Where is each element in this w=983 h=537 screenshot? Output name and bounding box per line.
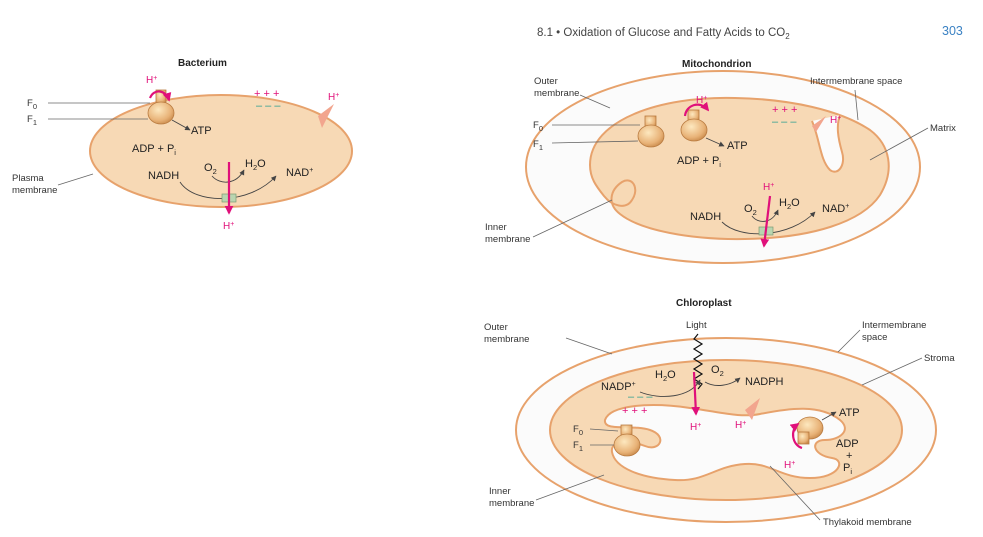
mito-nad: NAD+ [822,203,849,215]
chloro-intermembrane-label-1: Intermembrane [862,320,926,331]
chloro-minus-signs: – – – [628,391,653,403]
chloro-outer-label-2: membrane [484,334,529,345]
mito-matrix-label: Matrix [930,123,956,134]
bacterium-cell [90,95,352,207]
bacterium-f0-label: F0 [27,98,37,111]
bacterium-f1-label: F1 [27,114,37,127]
mito-intermembrane-label: Intermembrane space [810,76,902,87]
mitochondrion-title: Mitochondrion [682,59,751,70]
chloro-adp: ADP [836,438,859,450]
bacterium-hplus-top: H+ [146,75,157,86]
outer-membrane-pointer [566,338,612,354]
thylakoid-membrane-label: Thylakoid membrane [823,517,912,528]
bacterium-minus-signs: – – – [256,100,281,112]
chloroplast-panel: Chloroplast Light NADP+ H2O O2 NADPH – –… [484,298,955,528]
chloro-inner-label-2: membrane [489,498,534,509]
chloro-atp: ATP [839,407,860,419]
chloro-intermembrane-label-2: space [862,332,887,343]
chloro-outer-label-1: Outer [484,322,508,333]
chloro-light-label: Light [686,320,707,331]
bacterium-plus-signs: + + + [254,88,279,100]
plasma-membrane-pointer [58,174,93,185]
mito-inner-label-2: membrane [485,234,530,245]
bacterium-nad: NAD+ [286,167,313,179]
mito-adp: ADP + Pi [677,155,721,169]
mito-nadh: NADH [690,211,721,223]
intermembrane-pointer [838,330,860,352]
plasma-membrane-label-2: membrane [12,185,57,196]
mito-inner-label-1: Inner [485,222,507,233]
bacterium-title: Bacterium [178,58,227,69]
mito-outer-label-2: membrane [534,88,579,99]
mito-atp: ATP [727,140,748,152]
bacterium-adp: ADP + Pi [132,143,176,157]
chloroplast-title: Chloroplast [676,298,732,309]
mito-matrix [590,98,889,239]
mitochondrion-panel: Mitochondrion H+ F0 F1 ATP ADP + Pi + + … [485,59,956,263]
bacterium-atp: ATP [191,125,212,137]
mito-outer-label-1: Outer [534,76,558,87]
bacterium-hplus-bottom: H+ [223,221,234,232]
bacterium-nadh: NADH [148,170,179,182]
chloro-nadph: NADPH [745,376,784,388]
page-number: 303 [942,24,963,38]
mito-plus-signs: + + + [772,104,797,116]
chloro-stroma-label: Stroma [924,353,955,364]
bacterium-hplus-right: H+ [328,92,339,103]
mito-minus-signs: – – – [772,116,797,128]
bacterium-panel: Bacterium H+ F0 F1 ATP ADP + Pi + + + – … [12,58,352,232]
chloro-plus-signs: + + + [622,405,647,417]
chloro-inner-label-1: Inner [489,486,511,497]
chloro-plus: + [846,450,852,462]
plasma-membrane-label-1: Plasma [12,173,44,184]
section-header: 8.1 • Oxidation of Glucose and Fatty Aci… [537,27,790,41]
mito-f0-label: F0 [533,120,543,133]
